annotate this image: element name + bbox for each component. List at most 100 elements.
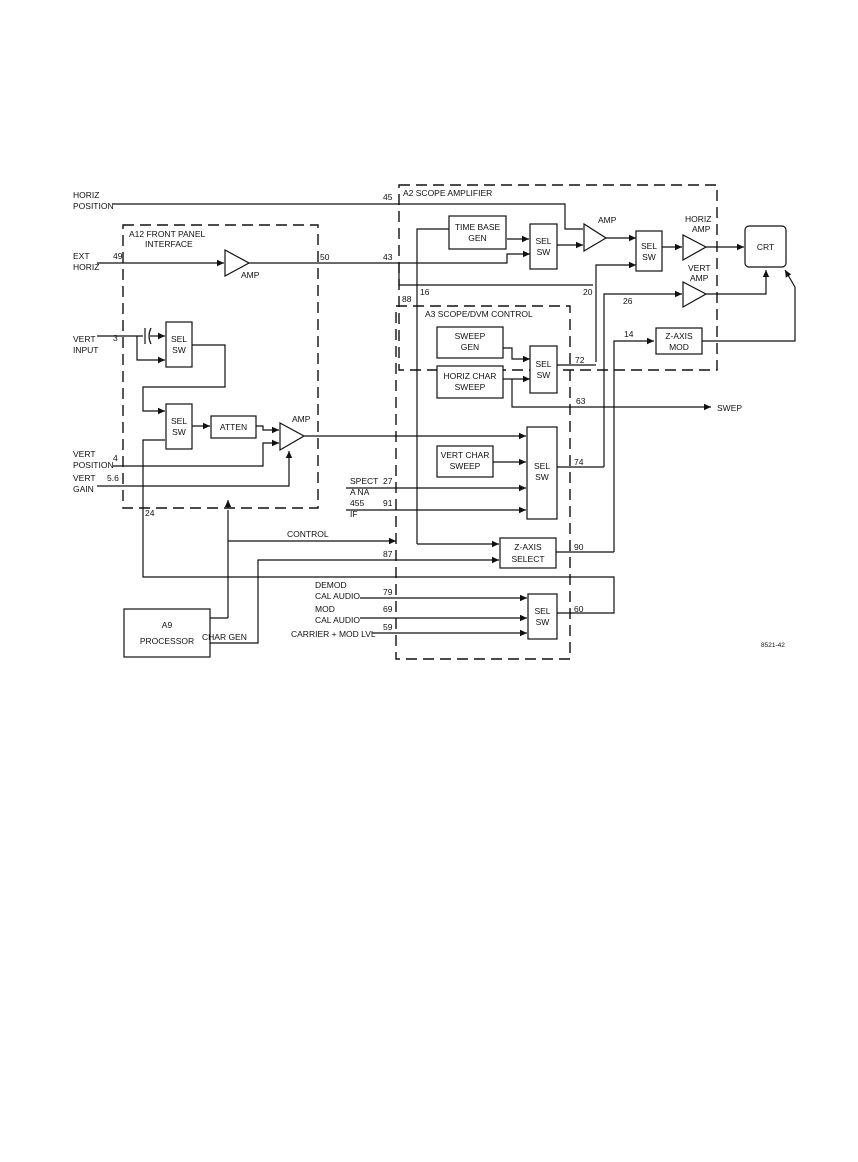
svg-text:TIME BASE: TIME BASE	[455, 222, 501, 232]
vert-input-label-2: INPUT	[73, 345, 99, 355]
svg-text:63: 63	[576, 396, 586, 406]
svg-text:SEL: SEL	[641, 241, 657, 251]
block-crt: CRT	[744, 225, 787, 268]
svg-text:A9: A9	[162, 620, 173, 630]
svg-text:SW: SW	[642, 252, 656, 262]
svg-text:Z-AXIS: Z-AXIS	[514, 542, 542, 552]
svg-text:91: 91	[383, 498, 393, 508]
block-horiz-char-sweep: HORIZ CHAR SWEEP	[436, 365, 504, 399]
svg-text:87: 87	[383, 549, 393, 559]
spect-label-2: A NA	[350, 487, 370, 497]
svg-text:45: 45	[383, 192, 393, 202]
a12-label: A12 FRONT PANEL	[129, 229, 205, 239]
svg-text:79: 79	[383, 587, 393, 597]
block-atten: ATTEN	[210, 415, 257, 439]
block-sweep-gen: SWEEP GEN	[436, 326, 504, 359]
svg-text:MOD: MOD	[669, 342, 689, 352]
ext-horiz-label-2: HORIZ	[73, 262, 99, 272]
demod-label-1: DEMOD	[315, 580, 347, 590]
svg-text:SWEEP: SWEEP	[455, 382, 486, 392]
vert-amp	[682, 281, 708, 309]
svg-text:SEL: SEL	[535, 236, 551, 246]
svg-text:PROCESSOR: PROCESSOR	[140, 636, 194, 646]
svg-text:ATTEN: ATTEN	[220, 422, 247, 432]
a2-amp	[583, 222, 608, 253]
svg-text:SWEEP: SWEEP	[455, 331, 486, 341]
control-label: CONTROL	[287, 529, 329, 539]
svg-text:SEL: SEL	[171, 334, 187, 344]
mod-label-2: CAL AUDIO	[315, 615, 360, 625]
vert-input-label-1: VERT	[73, 334, 96, 344]
svg-text:27: 27	[383, 476, 393, 486]
svg-text:16: 16	[420, 287, 430, 297]
block-a3-sel-sw-2: SEL SW	[526, 426, 558, 520]
block-a3-sel-sw-1: SEL SW	[529, 345, 558, 394]
swep-label: SWEP	[717, 403, 742, 413]
a3-scope-dvm-control-boundary	[395, 305, 571, 660]
a2-label: A2 SCOPE AMPLIFIER	[403, 188, 492, 198]
svg-text:SEL: SEL	[534, 606, 550, 616]
spect-label-1: SPECT	[350, 476, 378, 486]
svg-text:SELECT: SELECT	[511, 554, 544, 564]
svg-text:88: 88	[402, 294, 412, 304]
svg-text:GEN: GEN	[461, 342, 479, 352]
vert-gain-label-2: GAIN	[73, 484, 94, 494]
a12-vert-amp	[279, 421, 306, 452]
block-time-base-gen: TIME BASE GEN	[448, 215, 507, 250]
mod-label-1: MOD	[315, 604, 335, 614]
svg-text:SW: SW	[536, 617, 550, 627]
horiz-amp-label-1: HORIZ	[685, 214, 711, 224]
svg-text:SEL: SEL	[171, 416, 187, 426]
horiz-amp	[682, 234, 708, 262]
svg-text:74: 74	[574, 457, 584, 467]
block-a2-sel-sw-2: SEL SW	[635, 230, 663, 272]
svg-text:24: 24	[145, 508, 155, 518]
svg-text:5.6: 5.6	[107, 473, 119, 483]
horiz-position-label-1: HORIZ	[73, 190, 99, 200]
svg-text:CRT: CRT	[757, 242, 774, 252]
wiring	[97, 203, 796, 644]
svg-text:20: 20	[583, 287, 593, 297]
block-a12-sel-sw-2: SEL SW	[165, 403, 193, 450]
svg-text:SW: SW	[537, 370, 551, 380]
a12-ext-horiz-amp-label: AMP	[241, 270, 260, 280]
svg-text:HORIZ CHAR: HORIZ CHAR	[444, 371, 497, 381]
svg-text:Z-AXIS: Z-AXIS	[665, 331, 693, 341]
block-vert-char-sweep: VERT CHAR SWEEP	[436, 445, 494, 478]
vert-position-label-2: POSITION	[73, 460, 114, 470]
figure-id: 8521-42	[761, 642, 785, 649]
svg-text:3: 3	[113, 333, 118, 343]
svg-text:SW: SW	[535, 472, 549, 482]
ext-horiz-label-1: EXT	[73, 251, 90, 261]
svg-text:14: 14	[624, 329, 634, 339]
horiz-position-label-2: POSITION	[73, 201, 114, 211]
svg-text:49: 49	[113, 251, 123, 261]
block-z-axis-mod: Z-AXIS MOD	[655, 327, 703, 355]
svg-text:SW: SW	[537, 247, 551, 257]
pin-numbers: 45 49 50 43 88 16 20 26 14 3 72 63 4 5.6…	[107, 192, 634, 632]
vert-amp-label-2: AMP	[690, 273, 709, 283]
vert-amp-label-1: VERT	[688, 263, 711, 273]
char-gen-label: CHAR GEN	[202, 632, 247, 642]
block-a3-sel-sw-3: SEL SW	[527, 593, 558, 640]
svg-text:43: 43	[383, 252, 393, 262]
block-a9-processor: A9 PROCESSOR	[123, 608, 211, 658]
svg-text:GEN: GEN	[468, 233, 486, 243]
svg-text:59: 59	[383, 622, 393, 632]
svg-text:50: 50	[320, 252, 330, 262]
svg-text:SEL: SEL	[535, 359, 551, 369]
vert-position-label-1: VERT	[73, 449, 96, 459]
a3-label: A3 SCOPE/DVM CONTROL	[425, 309, 533, 319]
a12-label-line2: INTERFACE	[145, 239, 193, 249]
svg-text:SWEEP: SWEEP	[450, 461, 481, 471]
svg-text:4: 4	[113, 453, 118, 463]
block-a2-sel-sw-1: SEL SW	[529, 223, 558, 270]
svg-text:VERT CHAR: VERT CHAR	[441, 450, 490, 460]
if-label-2: IF	[350, 509, 358, 519]
block-z-axis-select: Z-AXIS SELECT	[499, 537, 557, 569]
svg-text:60: 60	[574, 604, 584, 614]
svg-text:SEL: SEL	[534, 461, 550, 471]
demod-label-2: CAL AUDIO	[315, 591, 360, 601]
